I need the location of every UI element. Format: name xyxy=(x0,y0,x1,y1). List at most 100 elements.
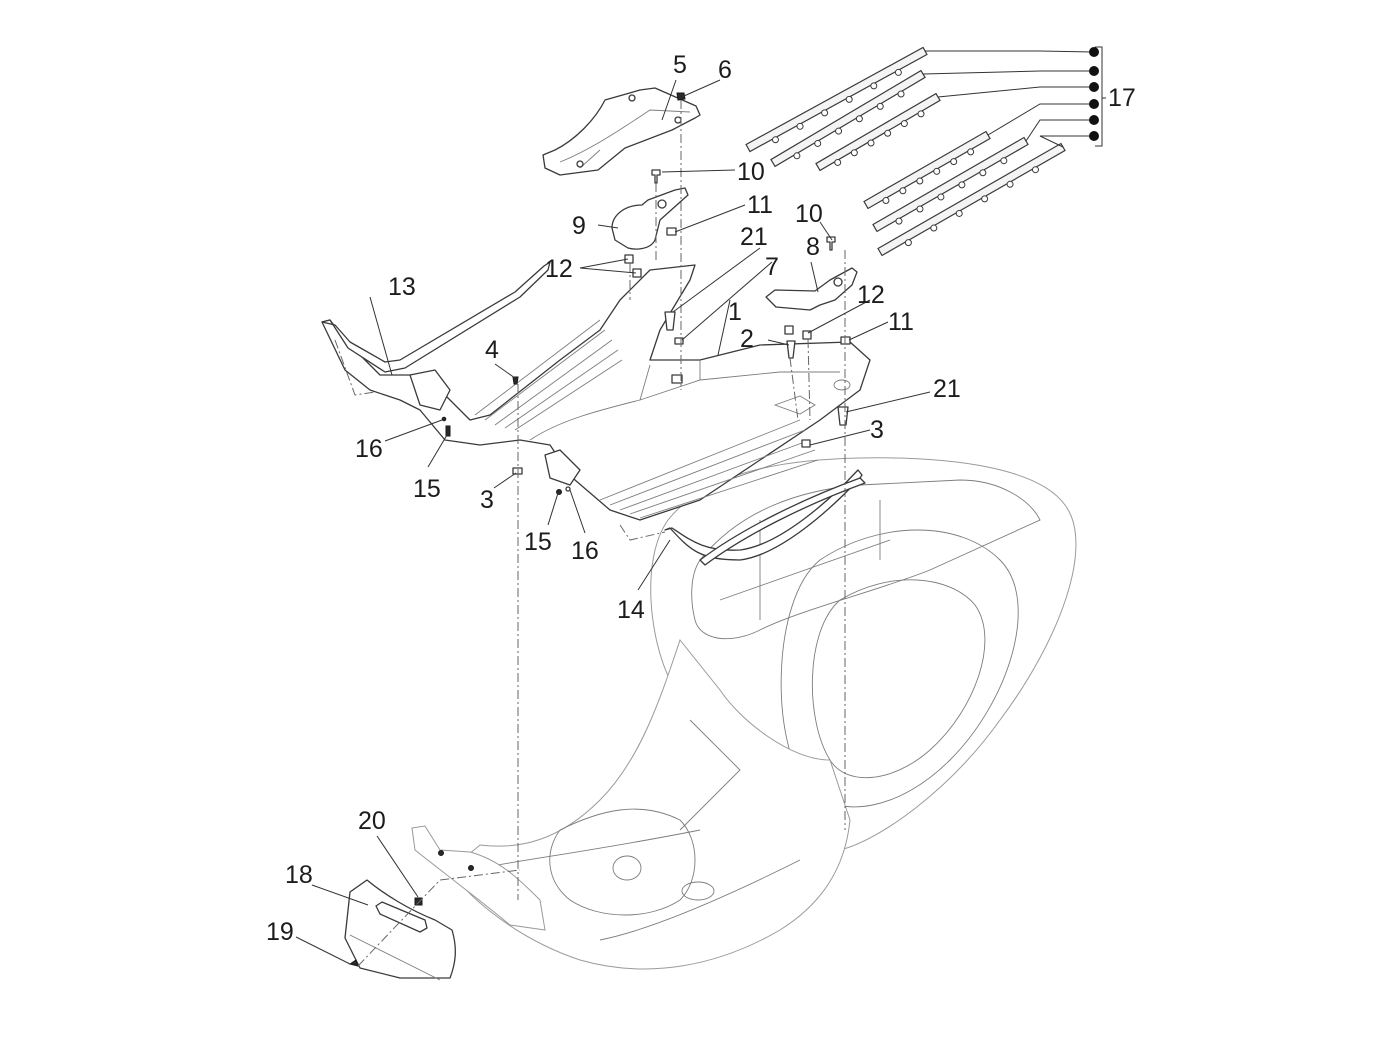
callout-16-right: 16 xyxy=(571,537,599,565)
callout-1: 1 xyxy=(728,298,742,326)
leader-10-right xyxy=(819,221,833,241)
footrest-strip-peg xyxy=(955,209,963,217)
callout-21: 21 xyxy=(740,223,768,251)
footrest-strip-peg xyxy=(894,68,902,76)
footrest-strip-peg xyxy=(1006,180,1014,188)
callout-12: 12 xyxy=(545,255,573,283)
left-side-trim xyxy=(321,261,551,373)
footrest-strip-peg xyxy=(933,167,941,175)
right-footrest-cover-hole xyxy=(833,277,843,287)
leader-15-left xyxy=(427,434,448,468)
callout-17-dot xyxy=(1089,99,1099,109)
footrest-strip-peg xyxy=(884,129,892,137)
callout-7: 7 xyxy=(765,253,779,281)
footrest-strip xyxy=(745,46,928,153)
callout-3: 3 xyxy=(480,486,494,514)
footrest-strip xyxy=(770,69,926,168)
leader-17 xyxy=(925,50,1094,53)
spacer-21-left xyxy=(664,311,676,331)
body-floor-tunnel xyxy=(549,808,696,916)
leader-13 xyxy=(369,296,393,376)
callout-9: 9 xyxy=(572,212,586,240)
leader-12-right xyxy=(807,299,871,334)
body-seat-opening xyxy=(691,479,1041,640)
leader-5 xyxy=(661,79,677,121)
assembly-line xyxy=(357,869,521,967)
floor-tunnel xyxy=(529,360,840,441)
leader-7 xyxy=(681,261,773,341)
callout-14: 14 xyxy=(617,596,645,624)
callout-17-dot xyxy=(1089,115,1099,125)
lower-front-cover-shape xyxy=(344,879,456,979)
floor-left-grooves xyxy=(474,319,623,431)
nut-20 xyxy=(414,897,423,906)
footrest-strip-peg xyxy=(979,169,987,177)
footrest-strip-body xyxy=(872,136,1029,233)
leader-2 xyxy=(767,339,790,346)
spoiler-fastener xyxy=(438,850,444,856)
footrest-strip-peg xyxy=(897,90,905,98)
screw-12-left-b xyxy=(632,268,642,278)
footrest-strip-peg xyxy=(895,217,903,225)
leader-8 xyxy=(810,261,819,293)
floor-vent xyxy=(773,395,816,415)
central-cover xyxy=(542,87,701,176)
footrest-strip-peg xyxy=(1000,157,1008,165)
callout-5: 5 xyxy=(673,51,687,79)
footrest-strip-peg xyxy=(900,120,908,128)
footrest-strip-peg xyxy=(793,152,801,160)
footrest-strip xyxy=(872,136,1029,233)
leader-3-left xyxy=(493,472,517,489)
floor-right-bracket xyxy=(544,449,581,486)
screw-19 xyxy=(348,959,359,967)
callout-10-right: 10 xyxy=(795,200,823,228)
body-inner-line xyxy=(719,500,891,620)
footrest-strip-body xyxy=(745,46,928,153)
callout-17: 17 xyxy=(1108,84,1136,112)
footrest-strip-peg xyxy=(845,95,853,103)
screw-15-left xyxy=(445,425,451,437)
clip-nut-3-right xyxy=(801,439,811,448)
footrest-strip-peg xyxy=(834,158,842,166)
footrest-strip-peg xyxy=(835,127,843,135)
lower-front-cover-crease xyxy=(349,934,441,981)
footrest-strip-peg xyxy=(904,239,912,247)
callout-17-dot xyxy=(1089,82,1099,92)
leader-20 xyxy=(376,835,419,898)
leader-11-right xyxy=(848,321,889,341)
right-footrest-cover xyxy=(765,267,858,311)
assembly-line xyxy=(619,524,666,541)
footrest-strip xyxy=(877,142,1066,257)
leader-11-left xyxy=(674,204,746,233)
callout-15-right: 15 xyxy=(524,528,552,556)
leader-17 xyxy=(922,70,1093,75)
bracket-17 xyxy=(1095,46,1103,147)
footrest-strip-peg xyxy=(796,122,804,130)
leader-lines xyxy=(295,79,931,965)
callout-17-bracket xyxy=(922,46,1106,148)
footrest-strip-peg xyxy=(950,158,958,166)
callout-12-right: 12 xyxy=(857,281,885,309)
footrest-strip-peg xyxy=(850,149,858,157)
central-cover-hole xyxy=(628,94,636,102)
leader-10-left xyxy=(661,169,736,173)
leader-16-right xyxy=(569,489,586,534)
leader-14 xyxy=(637,539,671,591)
footrest-strips xyxy=(745,46,1066,257)
floor-left-bracket xyxy=(409,369,451,411)
callout-20: 20 xyxy=(358,807,386,835)
assembly-line xyxy=(334,339,376,396)
left-footrest-cover xyxy=(611,187,689,250)
footrest-strip xyxy=(815,92,941,172)
callout-18: 18 xyxy=(285,861,313,889)
floor-boss xyxy=(671,374,683,384)
leader-17 xyxy=(1025,119,1093,142)
callout-4: 4 xyxy=(485,336,499,364)
callout-3-right: 3 xyxy=(870,416,884,444)
washer-16-left xyxy=(441,416,447,422)
footrest-strip-body xyxy=(815,92,941,172)
body-side-panel-inner xyxy=(811,579,986,778)
footrest-strip-peg xyxy=(916,205,924,213)
leader-9 xyxy=(597,224,619,229)
